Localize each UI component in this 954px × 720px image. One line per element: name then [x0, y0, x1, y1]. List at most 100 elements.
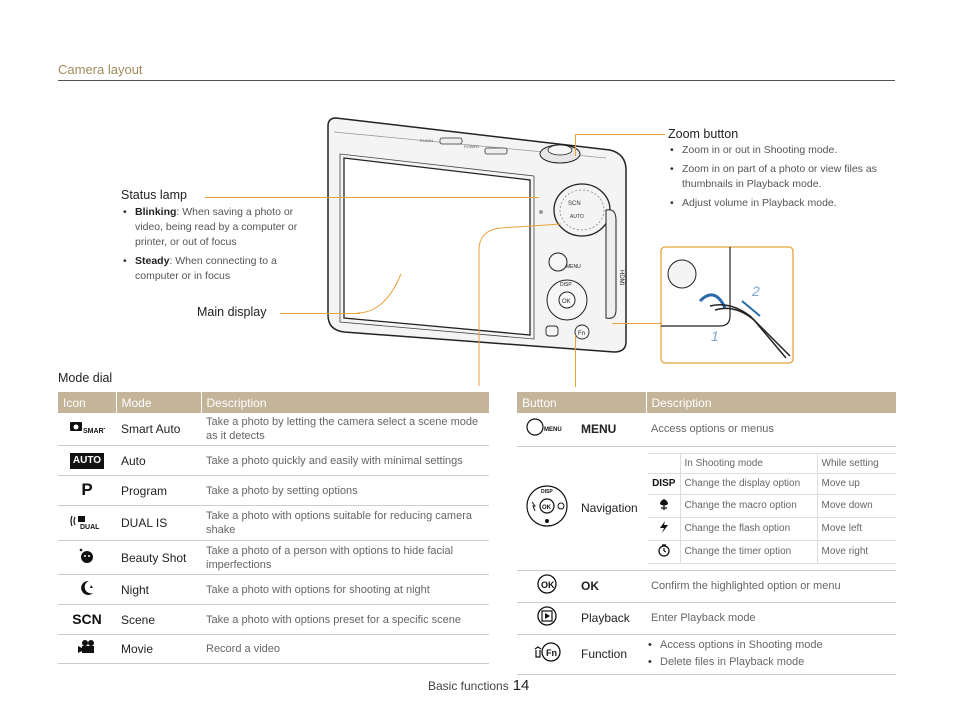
subtable-row: DISP Change the display option Move up: [648, 473, 896, 495]
footer-text: Basic functions: [428, 679, 509, 693]
mode-description: Take a photo by setting options: [201, 475, 489, 506]
mode-dial-title: Mode dial: [58, 371, 113, 385]
ok-button-icon: OK: [517, 570, 576, 603]
section-title: Camera layout: [58, 62, 143, 77]
leader-status-lamp: [205, 197, 539, 198]
svg-text:Fn: Fn: [546, 648, 557, 658]
svg-text:DISP: DISP: [560, 282, 572, 288]
subtable-setting: Move up: [816, 473, 896, 495]
mode-name: Auto: [116, 445, 201, 476]
table-row: Night Take a photo with options for shoo…: [58, 574, 489, 605]
buttons-table: Button Description MENU MENU Access opti…: [517, 392, 896, 675]
svg-text:OK: OK: [541, 580, 555, 590]
table-row: Movie Record a video: [58, 634, 489, 664]
svg-text:MENU: MENU: [544, 427, 562, 433]
leader-buttons: [575, 335, 576, 387]
button-name: Navigation: [576, 446, 646, 571]
disp-icon: DISP: [648, 473, 680, 495]
table-row: OK OK Confirm the highlighted option or …: [517, 570, 896, 603]
subtable-row: Change the macro option Move down: [648, 494, 896, 518]
mode-name: Smart Auto: [116, 413, 201, 446]
button-description: Access options or menus: [646, 413, 896, 447]
zoom-button-item: Zoom in or out in Shooting mode.: [668, 143, 893, 158]
program-icon-label: P: [81, 479, 93, 499]
zoom-button-list: Zoom in or out in Shooting mode. Zoom in…: [668, 143, 893, 215]
flash-icon: [648, 517, 680, 541]
leader-mode-dial: [478, 223, 562, 386]
status-lamp-text: : When saving a photo or video, being re…: [135, 206, 298, 248]
svg-text:DISP: DISP: [541, 489, 553, 495]
timer-icon: [648, 540, 680, 564]
dual-is-icon: DUAL: [58, 505, 116, 541]
table-header-row: Button Description: [517, 392, 896, 413]
svg-text:HDMI: HDMI: [618, 270, 624, 286]
table-row: MENU MENU Access options or menus: [517, 413, 896, 447]
status-lamp-term: Steady: [135, 255, 170, 267]
subtable-setting: Move down: [816, 494, 896, 518]
table-row: SMART Smart Auto Take a photo by letting…: [58, 413, 489, 446]
table-row: Playback Enter Playback mode: [517, 602, 896, 635]
subtable-shooting: Change the flash option: [679, 517, 817, 541]
strap-inset-illustration: [660, 246, 794, 364]
mode-name: Beauty Shot: [116, 540, 201, 575]
disp-icon-label: DISP: [652, 478, 676, 489]
subtable-row: Change the flash option Move left: [648, 517, 896, 541]
status-lamp-text: : When connecting to a computer or in fo…: [135, 255, 277, 282]
function-item: Access options in Shooting mode: [646, 638, 896, 653]
svg-text:SMART: SMART: [83, 428, 105, 435]
scene-icon-label: SCN: [72, 610, 102, 627]
strap-step-1-label: 1: [711, 328, 719, 344]
status-lamp-item: Steady: When connecting to a computer or…: [121, 254, 311, 284]
zoom-button-item: Adjust volume in Playback mode.: [668, 196, 893, 211]
status-lamp-title: Status lamp: [121, 188, 188, 202]
mode-name: Night: [116, 574, 201, 605]
mode-name: DUAL IS: [116, 505, 201, 541]
leader-zoom-h: [575, 134, 665, 135]
auto-icon: AUTO: [58, 445, 116, 476]
macro-icon: [648, 494, 680, 518]
mode-description: Take a photo of a person with options to…: [201, 540, 489, 575]
subtable-shooting: Change the display option: [679, 473, 817, 495]
column-header: Mode: [115, 392, 201, 413]
auto-icon-label: AUTO: [69, 452, 105, 469]
title-rule: [58, 80, 895, 81]
status-lamp-term: Blinking: [135, 206, 177, 218]
button-name: Playback: [576, 602, 646, 635]
button-description: Enter Playback mode: [646, 602, 896, 635]
scene-icon: SCN: [58, 604, 116, 635]
status-lamp-list: Blinking: When saving a photo or video, …: [121, 205, 311, 288]
column-header: Description: [645, 392, 896, 413]
function-list: Access options in Shooting mode Delete f…: [646, 638, 896, 670]
main-display-title: Main display: [197, 305, 267, 319]
mode-dial-table: Icon Mode Description SMART Smart Auto T…: [58, 392, 489, 664]
table-row: P Program Take a photo by setting option…: [58, 475, 489, 506]
camera-illustration: FLASH POWER SCN AUTO MENU OK DISP Fn HDM…: [327, 117, 627, 353]
subtable-shooting: Change the timer option: [679, 540, 817, 564]
subtable-header: In Shooting mode: [679, 452, 817, 474]
movie-icon: [58, 634, 116, 664]
night-icon: [58, 574, 116, 605]
svg-text:MENU: MENU: [566, 264, 581, 270]
mode-description: Take a photo with options for shooting a…: [201, 574, 489, 605]
page-number: 14: [512, 677, 530, 694]
mode-description: Record a video: [201, 634, 489, 664]
subtable-header-row: In Shooting mode While setting: [648, 452, 896, 474]
subtable-setting: Move left: [816, 517, 896, 541]
leader-main-display-curve: [356, 273, 402, 314]
function-item: Delete files in Playback mode: [646, 655, 896, 670]
program-icon: P: [58, 475, 116, 506]
menu-button-icon: MENU: [517, 413, 576, 447]
column-header: Icon: [58, 392, 116, 413]
zoom-button-title: Zoom button: [668, 127, 739, 141]
table-row: AUTO Auto Take a photo quickly and easil…: [58, 445, 489, 476]
subtable-header: While setting: [816, 452, 896, 474]
svg-text:DUAL: DUAL: [80, 524, 100, 530]
mode-description: Take a photo with options preset for a s…: [201, 604, 489, 635]
button-name: OK: [576, 570, 646, 603]
svg-text:FLASH: FLASH: [420, 138, 433, 143]
navigation-details: In Shooting mode While setting DISP Chan…: [646, 446, 896, 571]
button-description: Confirm the highlighted option or menu: [646, 570, 896, 603]
navigation-subtable: In Shooting mode While setting DISP Chan…: [648, 452, 896, 564]
